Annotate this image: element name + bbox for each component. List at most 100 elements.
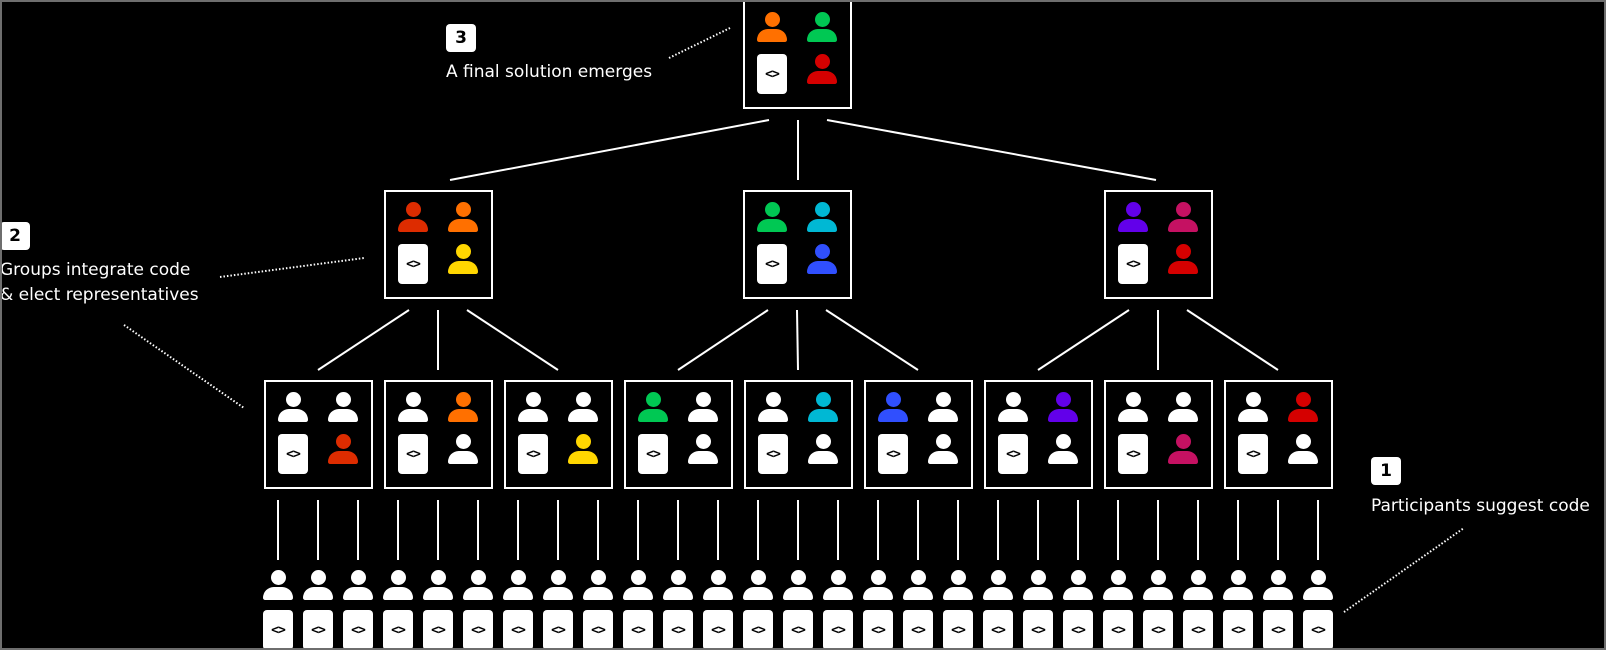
participant-icon: [1063, 570, 1093, 604]
person-head: [936, 392, 951, 407]
person-body: [1288, 409, 1318, 422]
participant-icon: [823, 570, 853, 604]
participant-icon: [1263, 570, 1293, 604]
person-body: [1223, 587, 1253, 600]
participant-icon: [583, 570, 613, 604]
person-head: [711, 570, 726, 585]
leaf-group-box: <>: [984, 380, 1093, 489]
code-snippet-icon: <>: [757, 244, 787, 284]
participant-icon: [1303, 570, 1333, 604]
person-body: [703, 587, 733, 600]
mid-group-box: <>: [1104, 190, 1213, 299]
person-body: [823, 587, 853, 600]
person-head: [406, 392, 421, 407]
person-head: [336, 392, 351, 407]
person-head: [815, 202, 830, 217]
person-head: [815, 244, 830, 259]
leader-step-2b: [123, 324, 245, 409]
person-body: [928, 451, 958, 464]
code-snippet-icon: <>: [503, 610, 533, 648]
person-head: [576, 434, 591, 449]
person-body: [1168, 261, 1198, 274]
leader-step-3: [668, 27, 731, 59]
participant-icon: [263, 570, 293, 604]
member-icon: [568, 392, 598, 426]
person-body: [503, 587, 533, 600]
member-icon: [448, 392, 478, 426]
person-head: [1176, 392, 1191, 407]
member-icon: [398, 202, 428, 236]
person-body: [743, 587, 773, 600]
step-2-caption-line2: & elect representatives: [0, 285, 199, 305]
code-snippet-icon: <>: [663, 610, 693, 648]
person-body: [757, 219, 787, 232]
code-snippet-icon: <>: [1023, 610, 1053, 648]
person-head: [936, 434, 951, 449]
person-body: [623, 587, 653, 600]
person-head: [1126, 392, 1141, 407]
participant-icon: [983, 570, 1013, 604]
person-head: [1031, 570, 1046, 585]
person-head: [831, 570, 846, 585]
person-body: [328, 409, 358, 422]
leaf-group-box: <>: [864, 380, 973, 489]
participant-icon: [383, 570, 413, 604]
code-snippet-icon: <>: [983, 610, 1013, 648]
person-body: [1103, 587, 1133, 600]
person-head: [886, 392, 901, 407]
person-head: [471, 570, 486, 585]
person-head: [696, 434, 711, 449]
person-body: [1168, 451, 1198, 464]
member-icon: [928, 392, 958, 426]
leaf-group-box: <>: [504, 380, 613, 489]
leaf-group-box: <>: [264, 380, 373, 489]
person-head: [576, 392, 591, 407]
person-body: [1118, 219, 1148, 232]
person-body: [1023, 587, 1053, 600]
person-head: [311, 570, 326, 585]
code-snippet-icon: <>: [943, 610, 973, 648]
representative-icon: [808, 434, 838, 468]
code-snippet-icon: <>: [583, 610, 613, 648]
participant-icon: [303, 570, 333, 604]
participant-icon: [943, 570, 973, 604]
step-1-badge: 1: [1371, 457, 1401, 485]
connector-top-to-mid: [826, 119, 1157, 181]
person-head: [1151, 570, 1166, 585]
step-2-badge: 2: [2, 222, 30, 250]
code-snippet-icon: <>: [1103, 610, 1133, 648]
member-icon: [808, 392, 838, 426]
person-body: [423, 587, 453, 600]
person-body: [303, 587, 333, 600]
person-body: [568, 451, 598, 464]
leaf-group-box: <>: [1104, 380, 1213, 489]
person-body: [328, 451, 358, 464]
person-head: [336, 434, 351, 449]
code-snippet-icon: <>: [783, 610, 813, 648]
code-snippet-icon: <>: [343, 610, 373, 648]
code-snippet-icon: <>: [758, 434, 788, 474]
member-icon: [1118, 202, 1148, 236]
person-head: [791, 570, 806, 585]
representative-icon: [1168, 244, 1198, 278]
code-snippet-icon: <>: [383, 610, 413, 648]
person-head: [765, 202, 780, 217]
member-icon: [1238, 392, 1268, 426]
person-head: [816, 392, 831, 407]
member-icon: [758, 392, 788, 426]
person-head: [671, 570, 686, 585]
person-body: [448, 451, 478, 464]
person-body: [807, 71, 837, 84]
representative-icon: [1048, 434, 1078, 468]
member-icon: [1048, 392, 1078, 426]
participant-icon: [463, 570, 493, 604]
person-body: [518, 409, 548, 422]
code-snippet-icon: <>: [1118, 244, 1148, 284]
connector-mid-to-leaf: [317, 309, 410, 371]
step-3-badge: 3: [446, 24, 476, 52]
participant-icon: [1183, 570, 1213, 604]
person-body: [663, 587, 693, 600]
person-head: [406, 202, 421, 217]
code-snippet-icon: <>: [1263, 610, 1293, 648]
